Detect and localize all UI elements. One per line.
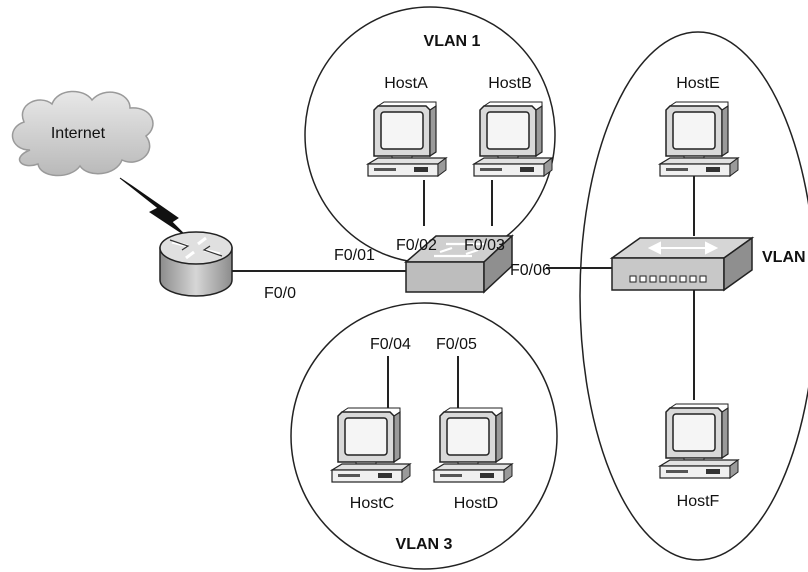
host-e-label: HostE <box>676 75 720 92</box>
host-c-label: HostC <box>350 495 394 512</box>
host-a-icon <box>367 101 447 177</box>
cloud-icon <box>11 90 154 177</box>
host-f-label: HostF <box>677 493 720 510</box>
port-router-label: F0/0 <box>264 285 296 302</box>
serial-link <box>119 177 187 237</box>
host-a-label: HostA <box>384 75 428 92</box>
port-02-label: F0/02 <box>396 237 437 254</box>
vlan3-boundary <box>290 302 558 570</box>
vlan2-label: VLAN 2 <box>762 249 808 266</box>
hub-icon <box>609 236 755 292</box>
port-03-label: F0/03 <box>464 237 505 254</box>
port-01-label: F0/01 <box>334 247 375 264</box>
port-04-label: F0/04 <box>370 336 411 353</box>
host-b-icon <box>473 101 553 177</box>
cloud-label: Internet <box>51 125 106 142</box>
router-icon <box>159 231 233 297</box>
host-d-icon <box>433 407 513 483</box>
host-f-icon <box>659 403 739 479</box>
port-05-label: F0/05 <box>436 336 477 353</box>
switch-icon <box>403 234 514 294</box>
host-d-label: HostD <box>454 495 498 512</box>
vlan3-label: VLAN 3 <box>396 536 453 553</box>
vlan2-boundary <box>579 31 808 561</box>
vlan1-label: VLAN 1 <box>424 33 481 50</box>
host-c-icon <box>331 407 411 483</box>
host-b-label: HostB <box>488 75 532 92</box>
port-06-label: F0/06 <box>510 262 551 279</box>
host-e-icon <box>659 101 739 177</box>
